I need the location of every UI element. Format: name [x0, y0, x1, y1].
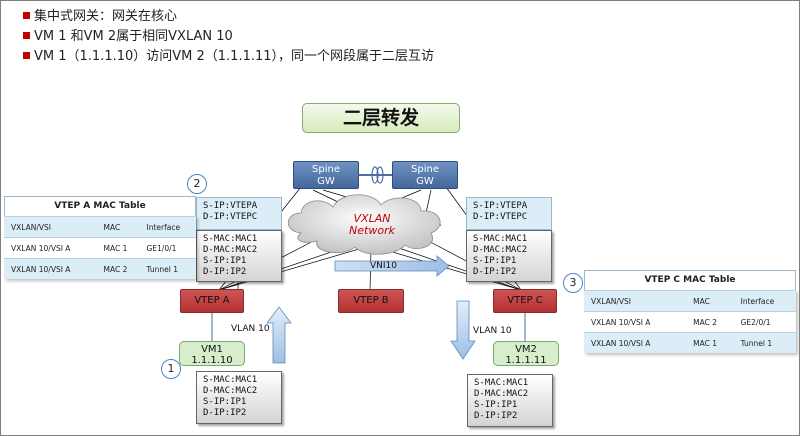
vlan-label-right: VLAN 10 — [473, 326, 512, 336]
bullet-text: 集中式网关：网关在核心 — [34, 9, 178, 24]
frame-field: D-MAC:MAC2 — [473, 245, 528, 255]
vlan-label-left: VLAN 10 — [231, 324, 270, 334]
table-cell: Interface — [139, 216, 196, 238]
table-cell: VXLAN/VSI — [584, 290, 687, 312]
spine-gw-left: Spine GW — [293, 161, 359, 189]
table-cell: MAC — [686, 290, 734, 312]
table-cell: VXLAN 10/VSI A — [4, 258, 97, 279]
bullet-centralized-gateway: 集中式网关：网关在核心 — [23, 9, 177, 25]
table-cell: VXLAN 10/VSI A — [584, 332, 687, 353]
vm-name: VM1 — [201, 344, 223, 355]
table-cell: MAC 1 — [686, 332, 734, 353]
spine-sublabel: GW — [416, 176, 434, 187]
vm-ip: 1.1.1.10 — [191, 355, 233, 366]
table-cell: GE1/0/1 — [139, 237, 196, 259]
table-cell: MAC 1 — [96, 237, 140, 259]
header-field: S-IP:VTEPA — [473, 201, 528, 211]
bullet-text: VM 1 和VM 2属于相同VXLAN 10 — [34, 29, 233, 44]
vm-ip: 1.1.1.11 — [505, 355, 547, 366]
inner-frame-vtep-a: S-MAC:MAC1 D-MAC:MAC2 S-IP:IP1 D-IP:IP2 — [196, 230, 282, 282]
table-header-row: VXLAN/VSI MAC Interface — [584, 290, 796, 312]
table-cell: MAC 2 — [96, 258, 140, 279]
frame-field: S-IP:IP1 — [203, 256, 247, 266]
frame-field: S-MAC:MAC1 — [203, 375, 258, 385]
vtep-a-mac-table: VTEP A MAC Table VXLAN/VSI MAC Interface… — [4, 196, 196, 279]
table-row: VXLAN 10/VSI A MAC 1 Tunnel 1 — [584, 332, 796, 353]
vm1: VM1 1.1.1.10 — [179, 341, 245, 366]
frame-field: D-MAC:MAC2 — [203, 386, 258, 396]
header-field: S-IP:VTEPA — [203, 201, 258, 211]
vm-name: VM2 — [515, 344, 537, 355]
frame-field: S-MAC:MAC1 — [203, 234, 258, 244]
spine-sublabel: GW — [317, 176, 335, 187]
frame-field: D-MAC:MAC2 — [474, 389, 529, 399]
frame-field: S-MAC:MAC1 — [474, 378, 529, 388]
bullet-l2-access: VM 1（1.1.1.10）访问VM 2（1.1.1.11），同一个网段属于二层… — [23, 49, 434, 65]
spine-label: Spine — [312, 164, 340, 175]
table-row: VXLAN 10/VSI A MAC 1 GE1/0/1 — [4, 237, 196, 259]
outer-header-vtep-a: S-IP:VTEPA D-IP:VTEPC — [196, 197, 282, 230]
table-title: VTEP C MAC Table — [584, 270, 796, 290]
frame-field: D-IP:IP2 — [203, 408, 247, 418]
inner-frame-vtep-c: S-MAC:MAC1 D-MAC:MAC2 S-IP:IP1 D-IP:IP2 — [466, 230, 552, 282]
bullet-text: VM 1（1.1.1.10）访问VM 2（1.1.1.11），同一个网段属于二层… — [34, 49, 435, 64]
table-cell: VXLAN/VSI — [4, 216, 97, 238]
bullet-marker — [23, 12, 30, 19]
frame-field: D-IP:IP2 — [474, 411, 518, 421]
header-field: D-IP:VTEPC — [203, 212, 258, 222]
step-2-marker: 2 — [187, 174, 207, 194]
step-3-marker: 3 — [563, 273, 583, 293]
table-cell: MAC — [96, 216, 140, 238]
frame-field: S-IP:IP1 — [473, 256, 517, 266]
cloud-label-line1: VXLAN — [353, 212, 391, 225]
vni-label: VNI10 — [370, 261, 397, 271]
cloud-label: VXLAN Network — [349, 213, 395, 237]
cloud-label-line2: Network — [349, 224, 395, 237]
table-cell: MAC 2 — [686, 311, 734, 333]
step-1-marker: 1 — [161, 359, 181, 379]
table-row: VXLAN 10/VSI A MAC 2 GE2/0/1 — [584, 311, 796, 333]
header-field: D-IP:VTEPC — [473, 212, 528, 222]
bullet-marker — [23, 32, 30, 39]
bullet-same-vxlan: VM 1 和VM 2属于相同VXLAN 10 — [23, 29, 233, 45]
table-row: VXLAN 10/VSI A MAC 2 Tunnel 1 — [4, 258, 196, 279]
table-cell: Tunnel 1 — [733, 332, 796, 353]
frame-field: S-IP:IP1 — [474, 400, 518, 410]
vtep-c: VTEP C — [493, 289, 557, 313]
table-title: VTEP A MAC Table — [4, 196, 196, 216]
frame-field: D-IP:IP2 — [203, 267, 247, 277]
vtep-a: VTEP A — [180, 289, 244, 313]
frame-field: D-IP:IP2 — [473, 267, 517, 277]
vxlan-cloud-shape — [287, 194, 441, 255]
bullet-marker — [23, 52, 30, 59]
table-cell: VXLAN 10/VSI A — [4, 237, 97, 259]
table-cell: VXLAN 10/VSI A — [584, 311, 687, 333]
table-cell: Interface — [733, 290, 796, 312]
table-cell: GE2/0/1 — [733, 311, 796, 333]
frame-field: S-MAC:MAC1 — [473, 234, 528, 244]
vtep-c-mac-table: VTEP C MAC Table VXLAN/VSI MAC Interface… — [584, 270, 796, 353]
vtep-b: VTEP B — [338, 289, 404, 313]
table-header-row: VXLAN/VSI MAC Interface — [4, 216, 196, 238]
frame-to-vm2: S-MAC:MAC1 D-MAC:MAC2 S-IP:IP1 D-IP:IP2 — [467, 374, 553, 427]
outer-header-vtep-c: S-IP:VTEPA D-IP:VTEPC — [466, 197, 552, 230]
frame-from-vm1: S-MAC:MAC1 D-MAC:MAC2 S-IP:IP1 D-IP:IP2 — [196, 371, 282, 424]
frame-field: D-MAC:MAC2 — [203, 245, 258, 255]
spine-gw-right: Spine GW — [392, 161, 458, 189]
spine-label: Spine — [411, 164, 439, 175]
frame-field: S-IP:IP1 — [203, 397, 247, 407]
vm2: VM2 1.1.1.11 — [493, 341, 559, 366]
diagram-title: 二层转发 — [302, 103, 460, 133]
table-cell: Tunnel 1 — [139, 258, 196, 279]
